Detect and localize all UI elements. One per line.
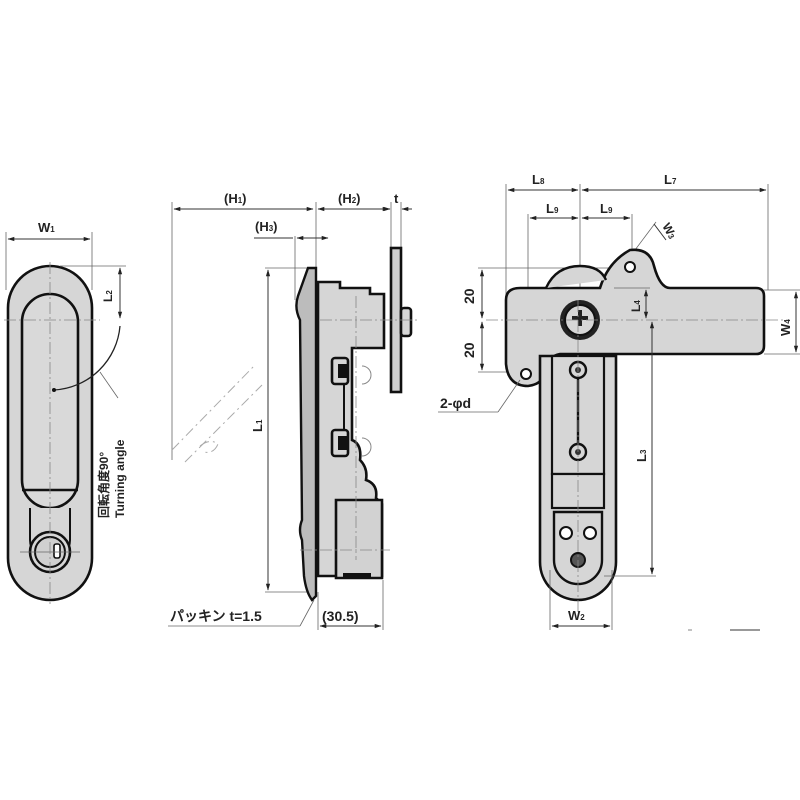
packing-label: パッキン t=1.5 bbox=[170, 608, 262, 624]
dim-l7-label: L7 bbox=[664, 172, 677, 187]
dim-l1-label: L1 bbox=[250, 419, 265, 432]
side-handle-plate bbox=[295, 266, 318, 602]
dim-depth-label: (30.5) bbox=[322, 608, 359, 624]
dim-t-label: t bbox=[394, 191, 399, 206]
dim-l4-label: L4 bbox=[629, 300, 643, 312]
dim-l9b-label: L9 bbox=[600, 201, 613, 216]
dim-l8-label: L8 bbox=[532, 172, 545, 187]
mount-hole bbox=[520, 368, 532, 380]
pivot-hole bbox=[624, 261, 636, 273]
turning-angle-jp: 回転角度90° bbox=[96, 452, 111, 518]
rear-lever-arm bbox=[504, 248, 766, 388]
dim-l9a-label: L9 bbox=[546, 201, 559, 216]
dim-20b-label: 20 bbox=[461, 342, 477, 358]
dim-w3-label: W3 bbox=[659, 221, 679, 242]
dim-h1-label: (H1) bbox=[224, 191, 247, 206]
dim-l3-label: L3 bbox=[634, 449, 649, 462]
dim-w4-label: W4 bbox=[778, 319, 793, 336]
rear-view: L8 L7 L9 L9 W3 20 20 bbox=[438, 172, 800, 631]
holes-label: 2-φd bbox=[440, 395, 471, 411]
dim-h2-label: (H2) bbox=[338, 191, 361, 206]
dim-h3-label: (H3) bbox=[255, 219, 278, 234]
dim-20a-label: 20 bbox=[461, 288, 477, 304]
dim-w2-label: W2 bbox=[568, 608, 585, 623]
front-view: W1 L2 回転角度90° Turning angle bbox=[4, 220, 127, 604]
side-view: (H1) (H2) t (H3) L1 bbox=[168, 191, 420, 630]
dim-w1-label: W1 bbox=[38, 220, 55, 235]
turning-angle-en: Turning angle bbox=[113, 439, 127, 518]
dim-l2-label: L2 bbox=[101, 290, 115, 302]
